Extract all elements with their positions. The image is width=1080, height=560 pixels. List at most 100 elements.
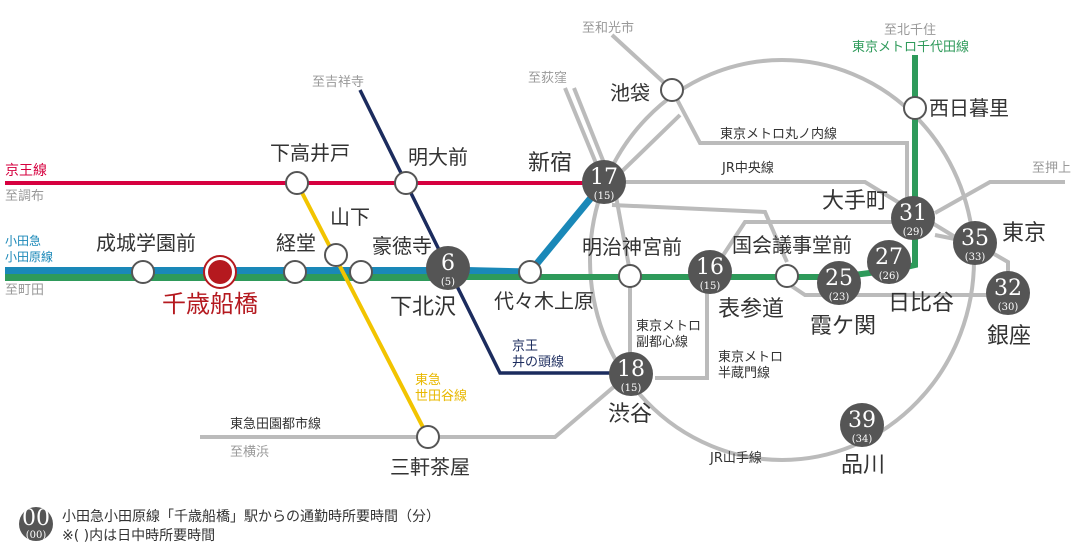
label-shimokitazawa: 下北沢	[390, 295, 456, 320]
label-sangenjaya: 三軒茶屋	[390, 455, 470, 479]
label-otemachi: 大手町	[822, 189, 888, 214]
svg-text:16: 16	[696, 255, 724, 280]
svg-text:39: 39	[848, 408, 876, 433]
station-yoyogiuehara[interactable]	[518, 260, 542, 284]
station-seijo[interactable]	[131, 260, 155, 284]
inokashira-label-2: 井の頭線	[512, 354, 564, 370]
fukutoshin-label-1: 東京メトロ	[636, 318, 701, 334]
legend-sample-badge	[19, 507, 53, 541]
svg-text:(30): (30)	[998, 302, 1019, 313]
odakyu-line-label-2: 小田原線	[5, 249, 53, 264]
denentoshi-line	[200, 371, 632, 439]
svg-text:(15): (15)	[700, 281, 721, 292]
svg-text:(15): (15)	[621, 383, 642, 394]
station-meijijingumae[interactable]	[618, 264, 642, 288]
dest-kichijoji: 至吉祥寺	[312, 75, 364, 90]
yamanote-label: JR山手線	[709, 450, 762, 466]
svg-text:31: 31	[899, 201, 927, 226]
label-shibuya: 渋谷	[608, 402, 652, 427]
hanzomon-line	[655, 290, 709, 380]
hub-shimokitazawa[interactable]: 6(5)	[426, 246, 470, 290]
station-shimotakaido[interactable]	[285, 171, 309, 195]
chuo-ogikubo-line	[563, 87, 608, 169]
label-ginza: 銀座	[987, 324, 1031, 349]
inokashira-line	[358, 89, 630, 375]
oshiage-line	[934, 180, 1065, 215]
hanzomon-label-2: 半蔵門線	[718, 365, 770, 381]
dest-yokohama: 至横浜	[230, 445, 269, 460]
chuo-line-label: JR中央線	[721, 160, 774, 176]
hanzomon-label-1: 東京メトロ	[718, 349, 783, 365]
station-kyodo[interactable]	[283, 260, 307, 284]
station-ikebukuro[interactable]	[660, 78, 684, 102]
station-nishinippori[interactable]	[903, 96, 927, 120]
legend-text-1: 小田急小田原線「千歳船橋」駅からの通勤時所要時間（分）	[62, 509, 440, 525]
label-hibiya: 日比谷	[888, 291, 954, 316]
station-meidaimae[interactable]	[394, 171, 418, 195]
dest-kitasenju: 至北千住	[884, 23, 936, 38]
hub-shinagawa[interactable]: 39(34)	[840, 403, 884, 447]
hub-otemachi[interactable]: 31(29)	[891, 196, 935, 240]
svg-text:(29): (29)	[903, 227, 924, 238]
marunouchi-line-label: 東京メトロ丸ノ内線	[720, 126, 837, 142]
dest-chofu: 至調布	[5, 189, 44, 204]
label-kyodo: 経堂	[276, 231, 316, 255]
label-nishinippori: 西日暮里	[929, 96, 1009, 120]
svg-text:18: 18	[617, 357, 645, 382]
hub-ginza[interactable]: 32(30)	[986, 271, 1030, 315]
fukutoshin-branch	[610, 33, 674, 92]
label-meijijingumae: 明治神宮前	[582, 235, 682, 259]
svg-text:(34): (34)	[852, 434, 873, 445]
dest-wakoshi: 至和光市	[582, 20, 634, 36]
hub-shinjuku[interactable]: 17(15)	[582, 160, 626, 204]
label-yamashita: 山下	[330, 205, 370, 229]
chiyoda-line-label: 東京メトロ千代田線	[852, 39, 969, 55]
station-kokkai[interactable]	[775, 264, 799, 288]
dest-machida: 至町田	[5, 283, 44, 298]
label-gotokuji: 豪徳寺	[372, 234, 432, 258]
hub-hibiya[interactable]: 27(26)	[867, 240, 911, 284]
label-omotesando: 表参道	[718, 297, 784, 322]
hub-shibuya[interactable]: 18(15)	[609, 352, 653, 396]
label-shinjuku: 新宿	[528, 151, 572, 176]
svg-text:(23): (23)	[829, 292, 850, 303]
label-kokkai: 国会議事堂前	[732, 233, 852, 257]
fukutoshin-label-2: 副都心線	[636, 334, 688, 350]
station-sangenjaya[interactable]	[416, 425, 440, 449]
label-home-station: 千歳船橋	[162, 290, 258, 318]
svg-text:(33): (33)	[965, 252, 986, 263]
svg-text:6: 6	[441, 251, 455, 276]
svg-text:35: 35	[961, 226, 989, 251]
station-home[interactable]	[208, 260, 232, 284]
inokashira-label-1: 京王	[512, 339, 538, 354]
label-meidaimae: 明大前	[408, 145, 468, 169]
denentoshi-label: 東急田園都市線	[230, 416, 321, 432]
label-ikebukuro: 池袋	[610, 81, 650, 105]
ginza-line	[611, 203, 907, 263]
svg-text:00: 00	[22, 506, 50, 531]
legend-text-2: ※( )内は日中時所要時間	[62, 528, 215, 544]
station-gotokuji[interactable]	[349, 260, 373, 284]
label-kasumigaseki: 霞ケ関	[810, 314, 876, 339]
label-shinagawa: 品川	[841, 453, 885, 478]
svg-text:32: 32	[994, 276, 1022, 301]
svg-text:25: 25	[825, 266, 853, 291]
station-yamashita[interactable]	[324, 243, 348, 267]
label-yoyogiuehara: 代々木上原	[494, 289, 594, 313]
dest-oshiage: 至押上	[1032, 161, 1071, 176]
setagaya-label-2: 世田谷線	[415, 388, 467, 404]
odakyu-to-shinjuku	[444, 179, 607, 276]
svg-text:(5): (5)	[441, 277, 455, 288]
label-tokyo: 東京	[1002, 221, 1046, 246]
svg-text:(00): (00)	[26, 530, 47, 541]
svg-text:27: 27	[875, 245, 903, 270]
svg-text:(26): (26)	[879, 271, 900, 282]
hub-omotesando[interactable]: 16(15)	[688, 250, 732, 294]
legend: 00 (00) 小田急小田原線「千歳船橋」駅からの通勤時所要時間（分） ※( )…	[19, 506, 440, 544]
svg-text:17: 17	[590, 165, 618, 190]
svg-text:(15): (15)	[594, 191, 615, 202]
hub-tokyo[interactable]: 35(33)	[953, 221, 997, 265]
hub-kasumigaseki[interactable]: 25(23)	[817, 261, 861, 305]
dest-ogikubo: 至荻窪	[528, 70, 567, 86]
